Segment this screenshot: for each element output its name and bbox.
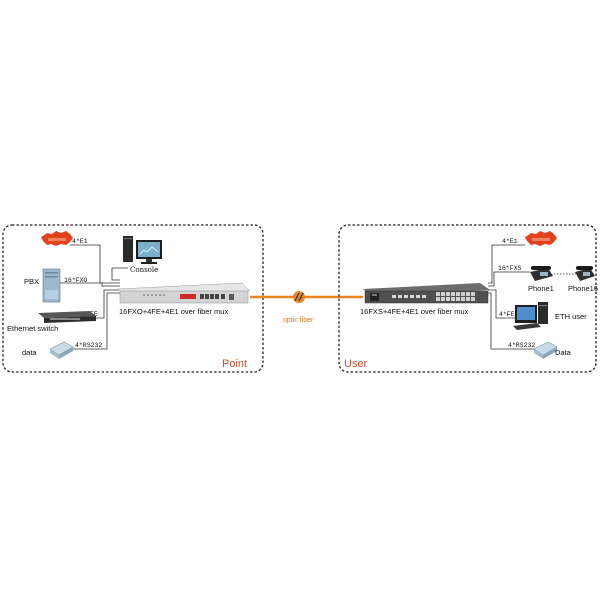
phone1-label: Phone1 — [528, 284, 554, 293]
point-link-rs232-label: 4*RS232 — [75, 342, 102, 349]
point-links — [60, 244, 128, 350]
user-e1-badge-icon — [525, 231, 557, 246]
user-mux-device — [363, 283, 490, 304]
eth-user-computer-icon — [513, 302, 548, 330]
phone16-label: Phone16 — [568, 284, 598, 293]
data-terminal-icon — [49, 341, 74, 359]
user-mux-label: 16FXS+4FE+4E1 over fiber mux — [360, 307, 469, 316]
phone16-icon — [575, 266, 595, 281]
optic-fiber-label: optic fiber — [283, 317, 314, 324]
console-label: Console — [130, 266, 158, 274]
ethernet-switch-label: Ethernet switch — [7, 324, 58, 333]
console-computer-icon — [123, 236, 162, 264]
ethernet-switch-icon — [38, 311, 96, 323]
point-area-label: Point — [222, 358, 247, 370]
phone1-icon — [530, 266, 553, 281]
user-link-rs232-label: 4*RS232 — [508, 342, 535, 349]
fiber-connector-icon — [293, 291, 305, 303]
user-links — [488, 244, 537, 350]
point-link-e1-label: 4*E1 — [72, 238, 88, 245]
user-area-frame — [338, 224, 597, 373]
user-area-label: User — [344, 358, 368, 370]
data-label: data — [22, 348, 37, 357]
point-link-fxo-label: 16*FXO — [64, 277, 88, 284]
pbx-icon — [42, 268, 61, 303]
point-mux-device — [117, 282, 251, 304]
user-link-fxs-label: 16*FXS — [498, 265, 522, 272]
user-link-e1-label: 4*E1 — [502, 238, 518, 245]
user-data-terminal-icon — [533, 341, 558, 359]
user-data-label: Data — [555, 348, 572, 357]
point-e1-badge-icon — [41, 231, 73, 246]
point-area-frame — [2, 224, 264, 373]
point-mux-label: 16FXO+4FE+4E1 over fiber mux — [119, 307, 228, 316]
eth-user-label: ETH user — [555, 312, 587, 321]
pbx-label: PBX — [24, 277, 39, 286]
user-link-fe-label: 4*FE — [499, 311, 515, 318]
